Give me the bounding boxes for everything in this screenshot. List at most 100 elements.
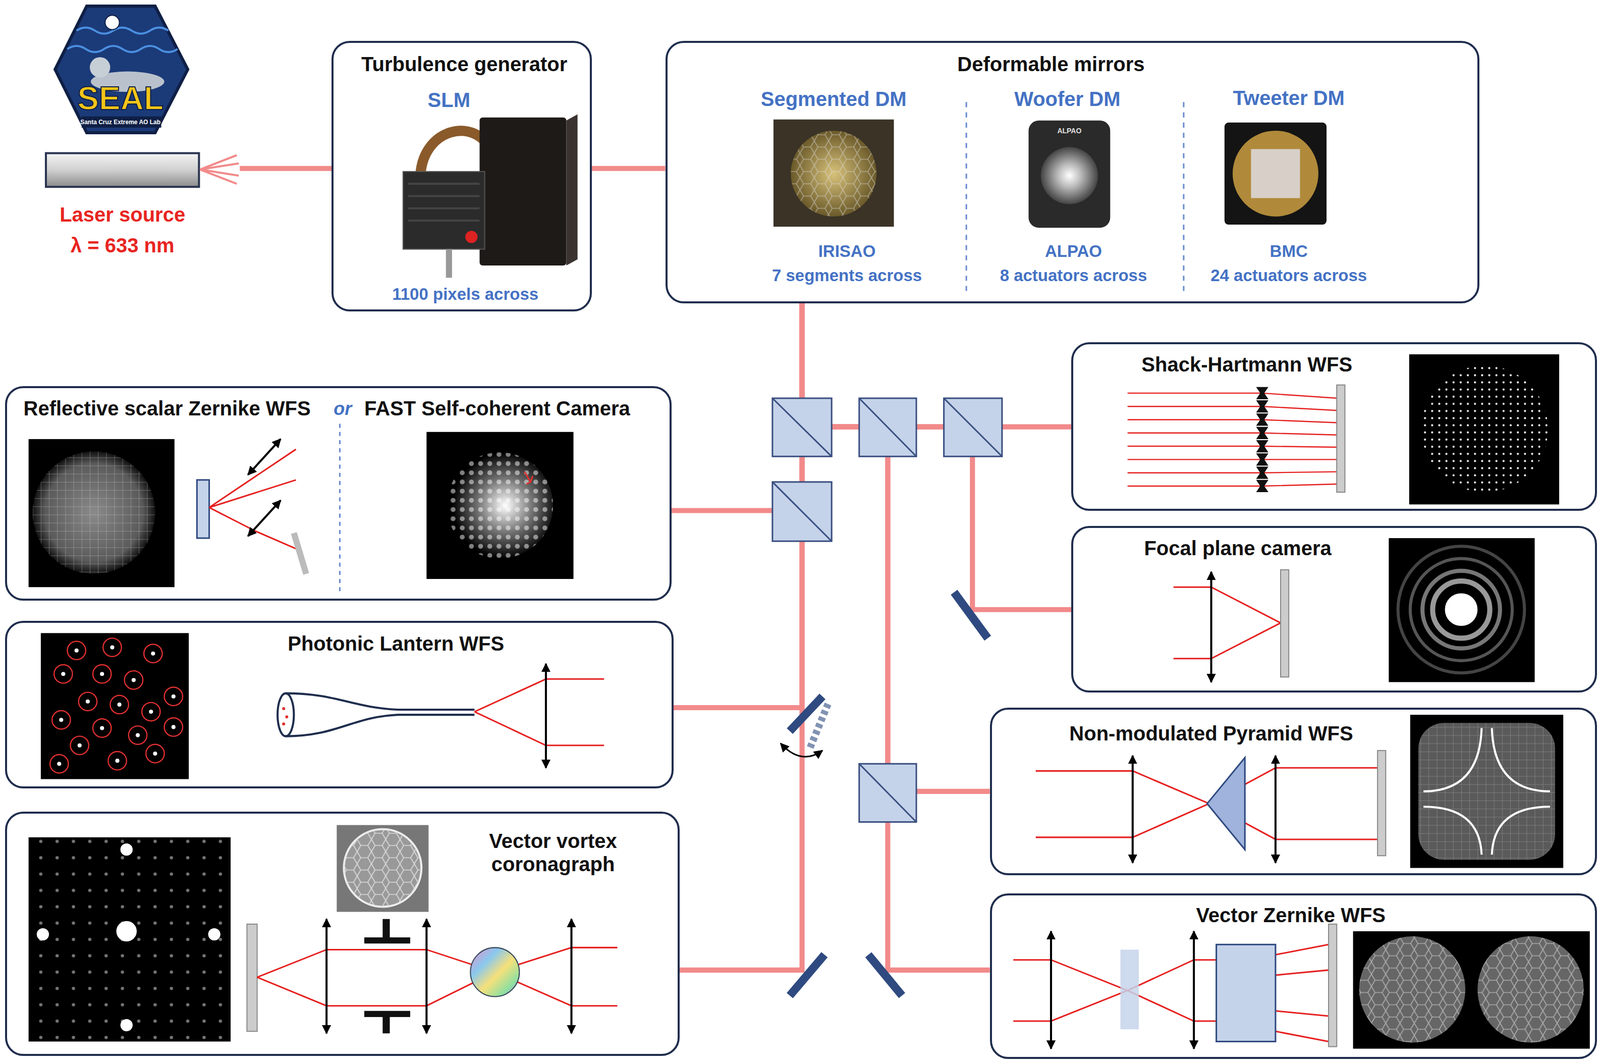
node-text: IRISAO	[818, 241, 876, 261]
node-text: Tweeter DM	[1232, 86, 1345, 110]
photonic-lantern-illustration	[152, 751, 157, 756]
beam-splitters	[772, 481, 832, 541]
vortex-coronagraph-illustration	[570, 918, 573, 1034]
slm-device	[403, 114, 578, 279]
slm-device	[446, 249, 453, 279]
photonic-lantern-illustration	[85, 699, 90, 704]
photonic-lantern-illustration	[115, 758, 120, 763]
photonic-lantern-illustration	[109, 645, 115, 650]
node-text: 7 segments across	[771, 265, 922, 286]
photonic-lantern-illustration	[128, 725, 147, 744]
vortex-coronagraph-illustration	[208, 927, 221, 941]
photonic-lantern-illustration	[57, 761, 62, 766]
zernike-fast-illustration	[247, 500, 281, 536]
pyramid-illustration	[1410, 714, 1564, 868]
fold-mirrors	[789, 954, 825, 996]
pyramid-illustration	[1418, 722, 1556, 860]
photonic-lantern-illustration	[74, 648, 79, 653]
zernike-fast-illustration	[293, 532, 306, 574]
woofer-dm: Woofer DMALPAO8 actuators across	[969, 79, 1181, 295]
node-text: 24 actuators across	[1210, 265, 1367, 286]
photonic-lantern-illustration	[171, 694, 176, 699]
beam-path	[591, 166, 666, 172]
dm-devices	[1040, 146, 1098, 204]
vector-zernike-illustration	[1359, 935, 1466, 1042]
photonic-lantern-illustration	[102, 637, 122, 656]
vortex-coronagraph-illustration	[344, 829, 422, 907]
zernike-fast-illustration	[524, 471, 533, 484]
dm-devices	[773, 119, 895, 227]
laser-tube	[45, 152, 199, 187]
dm-devices	[790, 130, 877, 217]
dm-devices	[1250, 148, 1300, 198]
photonic-lantern-illustration	[53, 664, 73, 683]
focal-plane-illustration	[1410, 558, 1513, 661]
shack-hartmann-illustration	[1255, 387, 1268, 492]
photonic-lantern-illustration	[164, 717, 183, 736]
seal-logo	[54, 6, 188, 133]
shack-hartmann-illustration	[1336, 384, 1345, 492]
photonic-lantern-illustration	[67, 640, 86, 659]
logo-title: SEAL	[77, 80, 164, 118]
laser-tube	[199, 155, 239, 185]
photonic-lantern-illustration	[40, 632, 604, 779]
photonic-lantern-illustration	[92, 718, 112, 737]
zernike-fast-illustration	[247, 438, 281, 475]
node-text: 8 actuators across	[1000, 265, 1148, 286]
vortex-coronagraph-illustration	[28, 837, 231, 1042]
dm-devices	[1028, 120, 1111, 228]
node-text: Woofer DM	[1014, 87, 1121, 111]
zernike-fast-illustration	[32, 451, 156, 574]
focal-plane-illustration	[1209, 571, 1212, 682]
vortex-coronagraph-illustration	[470, 947, 520, 997]
slm-device	[566, 114, 578, 266]
zernike-fast-illustration	[426, 431, 574, 579]
photonic-lantern-illustration	[285, 693, 475, 737]
slm-device	[403, 171, 485, 250]
dm-devices	[1232, 130, 1319, 217]
vector-zernike-illustration	[1013, 923, 1590, 1049]
vortex-coronagraph-illustration	[116, 920, 137, 942]
logo-subtitle: Santa Cruz Extreme AO Lab	[80, 119, 161, 127]
vortex-coronagraph-illustration	[325, 918, 328, 1034]
photonic-lantern-illustration	[70, 736, 89, 755]
pyramid-illustration	[1274, 755, 1277, 863]
photonic-lantern-illustration	[277, 693, 294, 737]
shack-hartmann-illustration	[1127, 354, 1560, 505]
photonic-lantern-illustration	[117, 702, 122, 707]
node-text: Segmented DM	[760, 87, 907, 111]
beam-splitters	[772, 398, 832, 457]
pyramid-illustration	[1206, 757, 1245, 850]
focal-plane-illustration	[1173, 586, 1281, 659]
photonic-lantern-illustration	[474, 678, 604, 745]
seal-logo	[104, 15, 120, 30]
node-text: Turbulence generator	[361, 52, 568, 76]
pyramid-illustration	[1418, 722, 1556, 860]
node-text: SLM	[427, 88, 471, 112]
shack-hartmann-illustration	[1127, 393, 1339, 486]
seal-logo	[89, 57, 110, 78]
wavefront-sensor-box: Non-modulated Pyramid WFS	[989, 707, 1597, 875]
vortex-coronagraph-illustration	[257, 947, 618, 1006]
beam-path	[802, 303, 1072, 610]
seal-logo	[67, 45, 178, 52]
shack-hartmann-illustration	[1409, 354, 1560, 505]
photonic-lantern-illustration	[171, 724, 176, 729]
beam-path	[802, 303, 1072, 427]
photonic-lantern-illustration	[59, 717, 64, 722]
photonic-lantern-illustration	[150, 651, 155, 656]
pyramid-illustration	[1131, 755, 1134, 863]
laser-tube	[45, 152, 239, 187]
vortex-coronagraph-illustration	[382, 918, 390, 940]
photonic-lantern-illustration	[92, 664, 112, 683]
zernike-fast-illustration	[339, 423, 341, 593]
photonic-lantern-illustration	[40, 632, 189, 779]
photonic-lantern-illustration	[141, 702, 160, 721]
vortex-coronagraph-illustration	[382, 1014, 390, 1033]
node-text: Reflective scalar Zernike WFS	[23, 396, 311, 420]
wavefront-sensor-box: Photonic Lantern WFS	[5, 620, 674, 789]
beam-path	[802, 303, 990, 792]
node-text: BMC	[1270, 241, 1308, 261]
node-text: FAST Self-coherent Camera	[364, 396, 631, 420]
photonic-lantern-illustration	[99, 671, 104, 676]
